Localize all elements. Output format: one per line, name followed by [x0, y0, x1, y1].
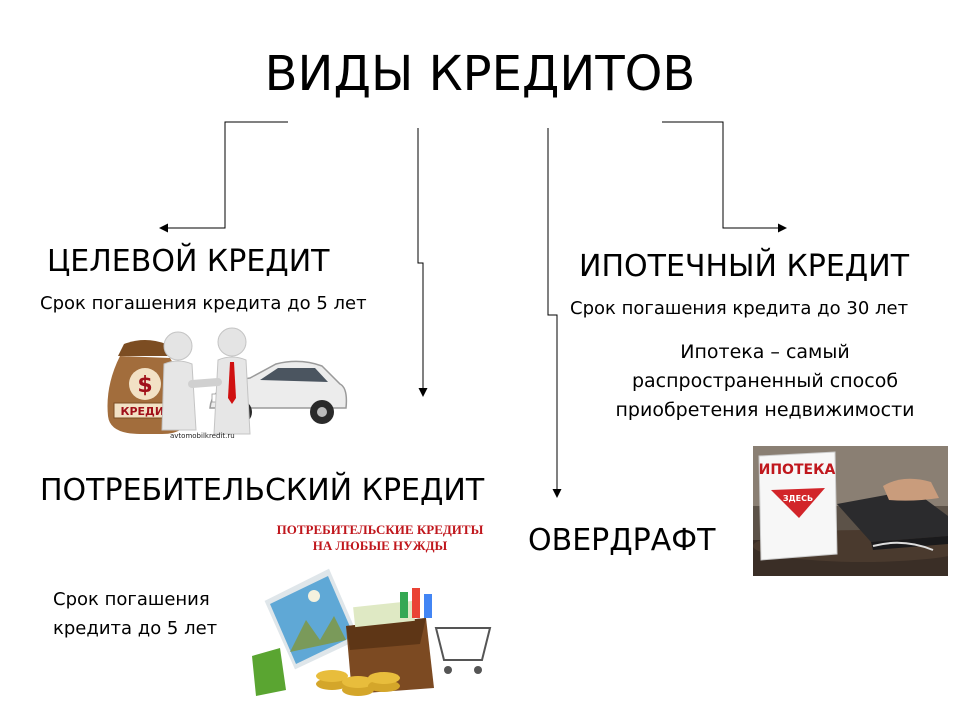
car-credit-image: $ КРЕДИТ avtomobilkredit.ru — [107, 327, 348, 440]
consumer-image — [252, 563, 492, 696]
mortgage-note: Ипотека – самый распространенный способ … — [600, 338, 930, 425]
mortgage-credit-label: ИПОТЕЧНЫЙ КРЕДИТ — [579, 249, 910, 284]
target-credit-term: Срок погашения кредита до 5 лет — [40, 293, 367, 314]
arrow-mortgage — [662, 121, 787, 233]
svg-text:$: $ — [137, 373, 152, 398]
mortgage-note-line: Ипотека – самый — [680, 341, 850, 363]
watermark: avtomobilkredit.ru — [170, 432, 235, 440]
sign-title: ИПОТЕКА — [759, 462, 836, 478]
overdraft-label: ОВЕРДРАФТ — [528, 523, 716, 558]
target-credit-label: ЦЕЛЕВОЙ КРЕДИТ — [47, 244, 330, 279]
mortgage-note-line: распространенный способ — [631, 370, 899, 392]
bag-label: КРЕДИТ — [120, 405, 172, 418]
arrow-target — [159, 121, 288, 233]
arrow-overdraft — [547, 128, 562, 498]
consumer-credit-label: ПОТРЕБИТЕЛЬСКИЙ КРЕДИТ — [40, 473, 485, 508]
mortgage-image: ИПОТЕКА ЗДЕСЬ — [753, 446, 948, 576]
consumer-credit-term: Срок погашения кредита до 5 лет — [53, 585, 217, 643]
banner-line: ПОТРЕБИТЕЛЬСКИЕ КРЕДИТЫ — [276, 522, 484, 537]
arrow-consumer — [417, 128, 428, 397]
mortgage-note-line: приобретения недвижимости — [615, 399, 915, 421]
consumer-banner: ПОТРЕБИТЕЛЬСКИЕ КРЕДИТЫ НА ЛЮБЫЕ НУЖДЫ — [262, 522, 498, 554]
consumer-term-line: кредита до 5 лет — [53, 618, 218, 639]
mortgage-credit-term: Срок погашения кредита до 30 лет — [570, 298, 909, 319]
banner-line: НА ЛЮБЫЕ НУЖДЫ — [312, 538, 448, 553]
consumer-term-line: Срок погашения — [53, 589, 210, 610]
page-title: ВИДЫ КРЕДИТОВ — [264, 46, 696, 102]
sign-sub: ЗДЕСЬ — [783, 494, 813, 503]
